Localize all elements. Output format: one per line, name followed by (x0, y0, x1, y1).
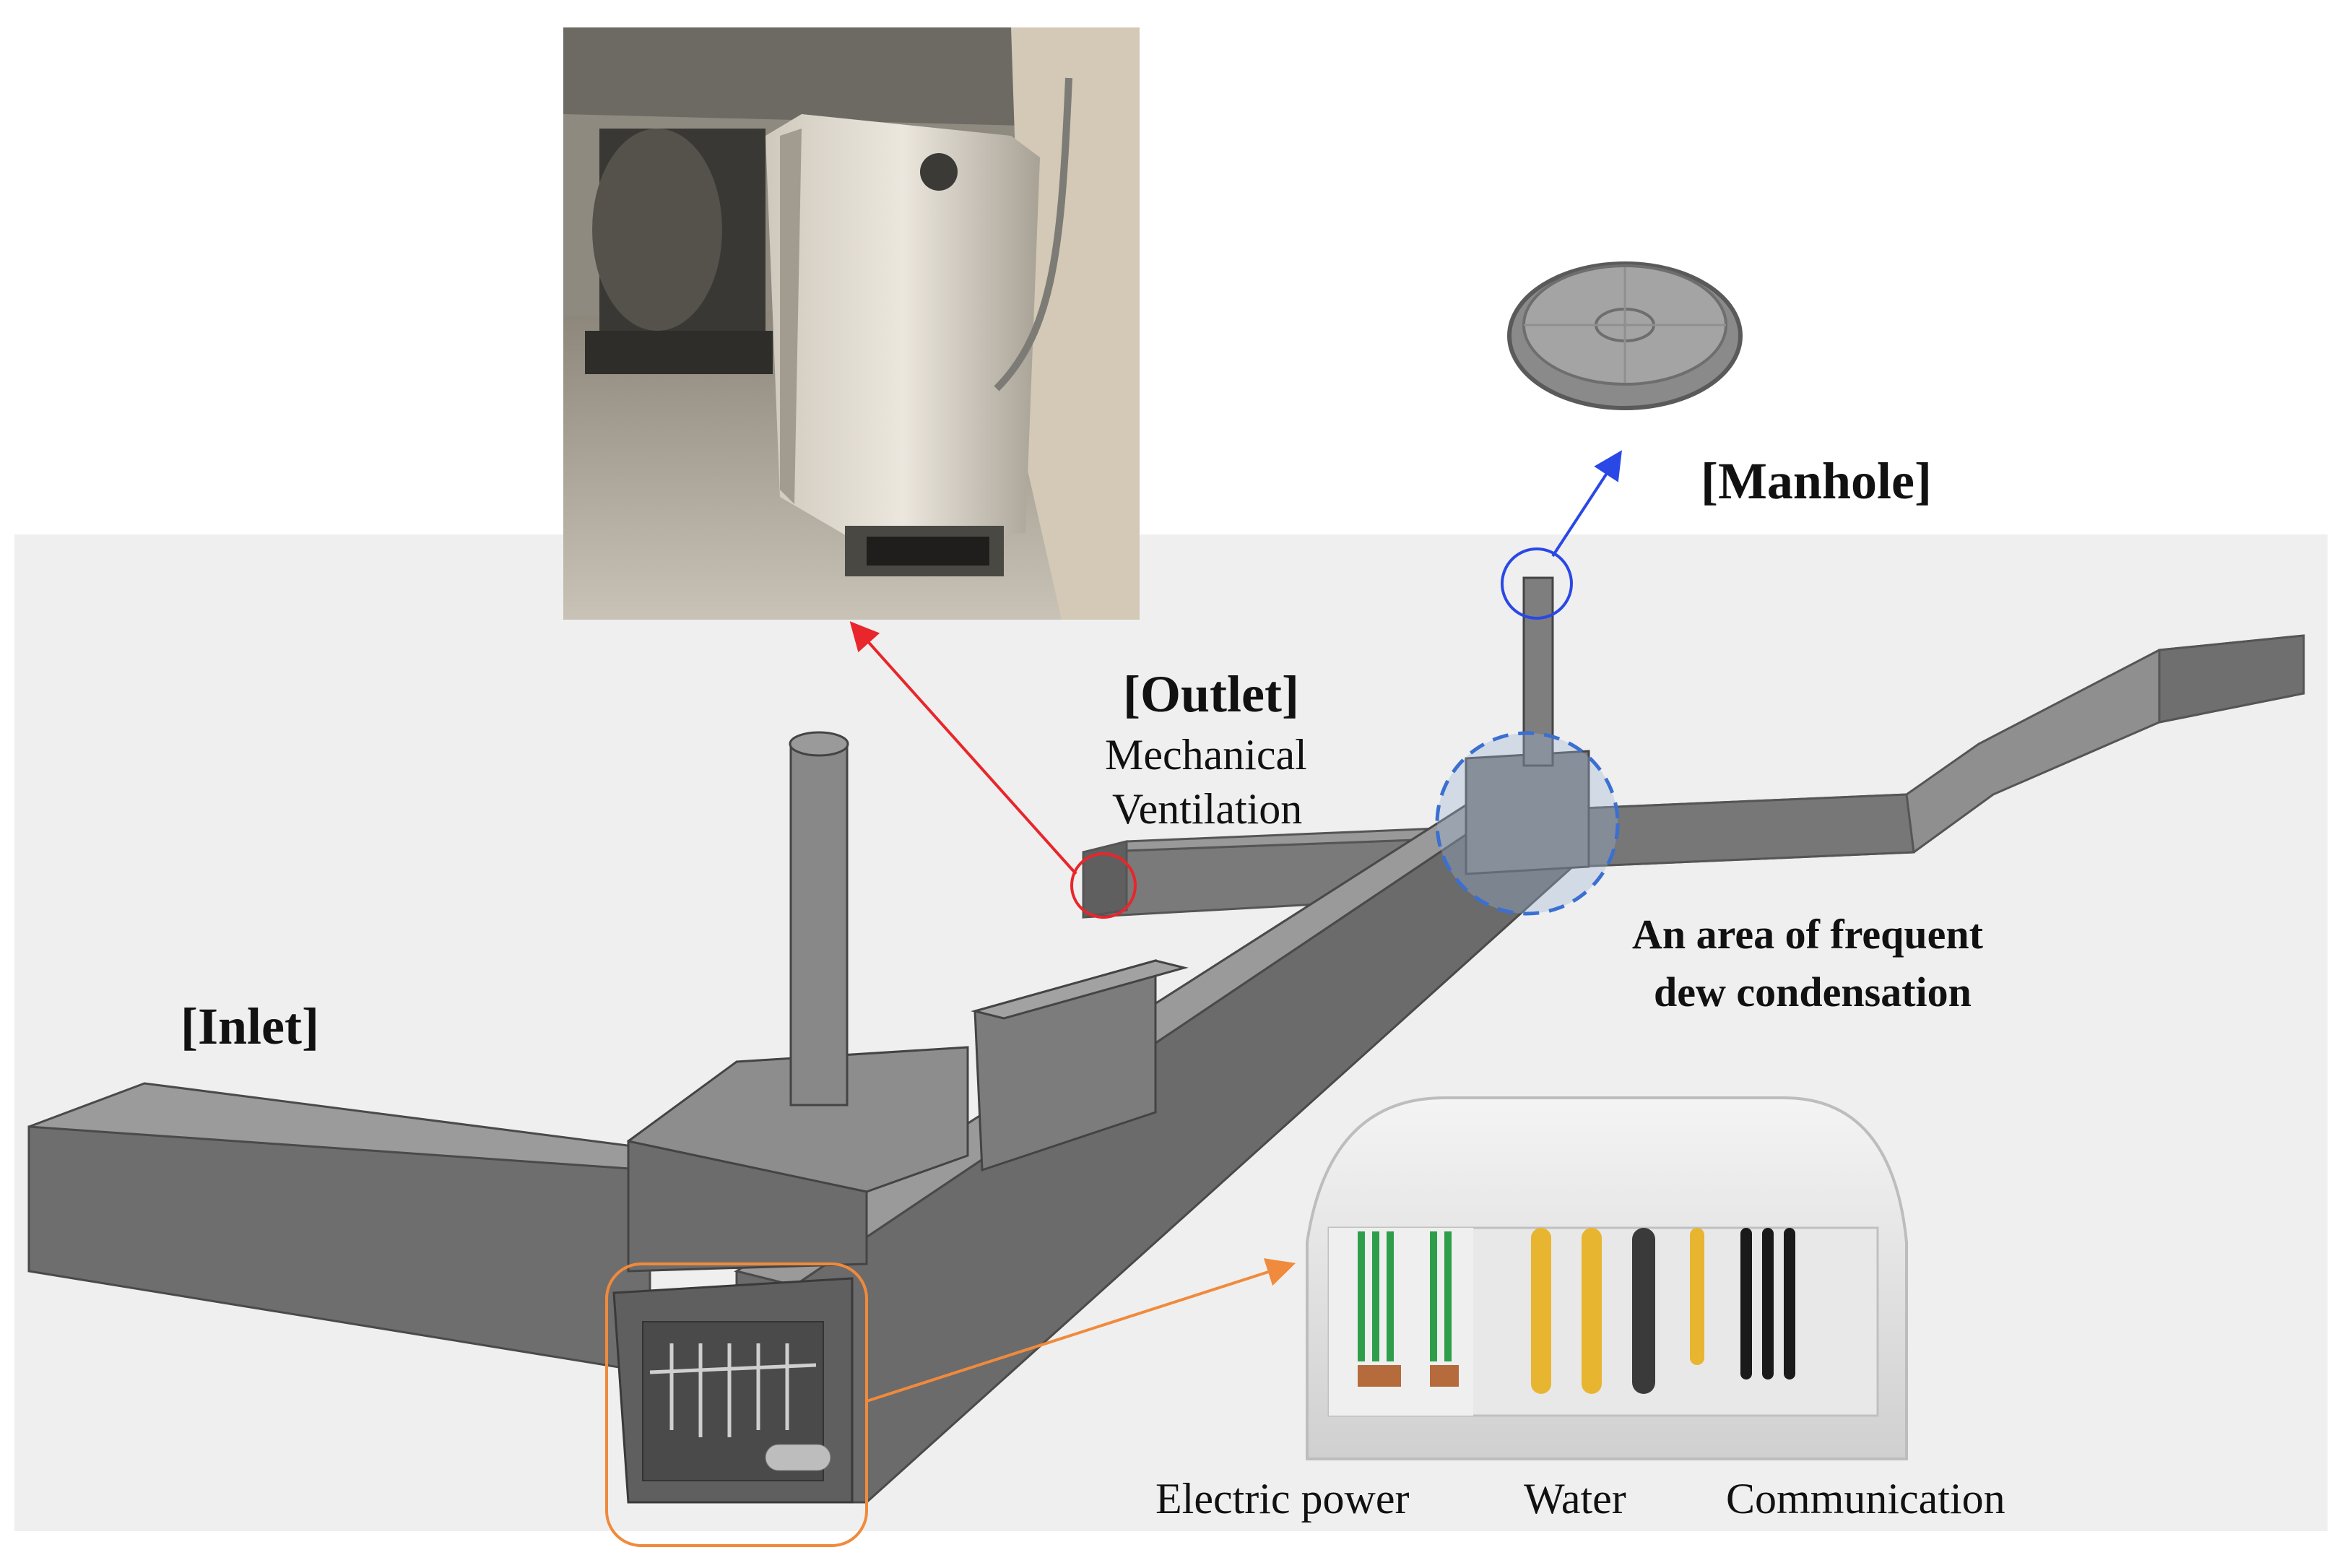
tunnel-inlet (27, 1082, 651, 1374)
manhole-highlight-circle (1501, 547, 1573, 620)
cable-tunnel-cross-section (1306, 1096, 1908, 1460)
condensation-line2: dew condensation (1654, 969, 1972, 1015)
outlet-highlight-circle (1070, 852, 1137, 919)
electric-power-label: Electric power (1155, 1475, 1410, 1522)
outlet-title: [Outlet] (1123, 665, 1299, 723)
manhole-cover-icon (1507, 261, 1743, 410)
manhole-label: [Manhole] (1701, 452, 1932, 510)
condensation-line1: An area of frequent (1632, 911, 1983, 958)
manhole-arrow (1551, 450, 1622, 558)
inlet-highlight-box (605, 1262, 868, 1547)
ventilation-unit-photo (563, 27, 1140, 620)
central-blocks (627, 731, 1189, 1273)
inlet-cutaway (612, 1277, 854, 1504)
outlet-line1: Mechanical (1105, 731, 1307, 779)
inlet-label: [Inlet] (181, 997, 319, 1055)
outlet-line2: Ventilation (1112, 785, 1303, 833)
communication-label: Communication (1726, 1475, 2005, 1522)
inlet-to-section-arrow (866, 1258, 1296, 1403)
condensation-highlight-circle (1435, 731, 1620, 916)
water-label: Water (1524, 1475, 1626, 1522)
outlet-arrow (849, 621, 1077, 875)
tunnel-branch-right (1566, 634, 2305, 868)
